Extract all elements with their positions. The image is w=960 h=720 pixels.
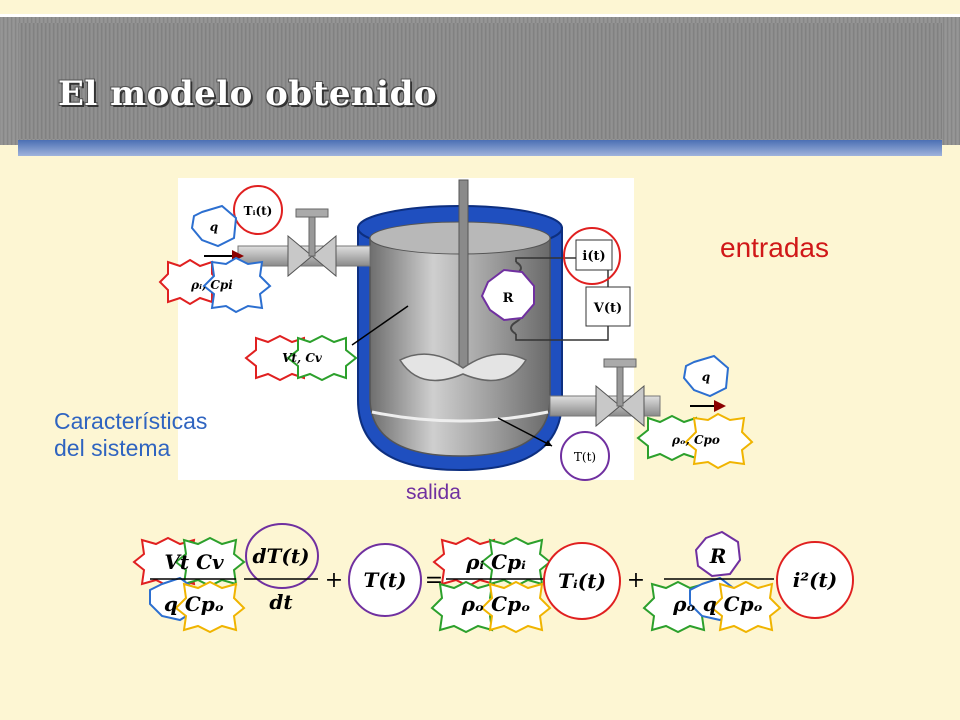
title-stripe — [18, 140, 942, 156]
svg-text:ρᵢ Cpᵢ: ρᵢ Cpᵢ — [465, 550, 526, 574]
svg-text:ρₒ q Cpₒ: ρₒ q Cpₒ — [672, 592, 763, 616]
svg-text:i²(t): i²(t) — [793, 568, 838, 592]
eq-rhoi-badge — [432, 536, 504, 588]
page-title: El modelo obtenido — [58, 74, 438, 114]
eq-vt-badge — [132, 536, 204, 588]
svg-text:=: = — [425, 568, 443, 593]
svg-text:q: q — [702, 370, 710, 384]
eq-cv-badge — [174, 536, 246, 588]
caracteristicas-line2: del sistema — [54, 435, 171, 461]
entradas-label: entradas — [720, 232, 829, 263]
svg-text:R: R — [709, 544, 727, 568]
outlet-flow-badge — [682, 354, 730, 398]
eq-cpi-badge — [480, 536, 552, 588]
caracteristicas-label: Características del sistema — [54, 408, 207, 462]
eq-rhoo2-badge — [642, 580, 714, 634]
caracteristicas-line1: Características — [54, 408, 208, 434]
svg-text:Vt Cv: Vt Cv — [164, 550, 224, 574]
diagram-background — [178, 178, 634, 480]
eq-rhoo1-badge — [430, 580, 502, 634]
eq-state-circle — [348, 543, 422, 617]
outlet-density-badge — [636, 414, 708, 462]
salida-label: salida — [406, 481, 461, 504]
eq-current-circle — [776, 541, 854, 619]
outlet-cp-badge — [684, 412, 754, 470]
eq-cpo2-badge — [480, 580, 552, 634]
svg-text:+: + — [325, 568, 343, 593]
svg-text:ρₒ, Cpo: ρₒ, Cpo — [671, 433, 720, 447]
eq-input-circle — [543, 542, 621, 620]
outlet-arrow-icon — [714, 400, 726, 412]
eq-deriv-circle — [245, 523, 319, 589]
title-bar — [0, 14, 960, 145]
svg-text:ρₒ Cpₒ: ρₒ Cpₒ — [461, 592, 531, 616]
eq-cpo3-badge — [710, 580, 782, 634]
svg-text:T(t): T(t) — [363, 568, 406, 592]
eq-q2-badge — [689, 576, 737, 622]
svg-text:Tᵢ(t): Tᵢ(t) — [558, 569, 606, 593]
svg-text:q Cpₒ: q Cpₒ — [164, 592, 224, 616]
eq-q1-badge — [149, 576, 197, 622]
svg-text:dt: dt — [269, 590, 293, 614]
eq-r-badge — [694, 530, 742, 578]
eq-cpo1-badge — [174, 580, 246, 634]
svg-text:+: + — [627, 568, 645, 593]
svg-text:dT(t): dT(t) — [252, 544, 309, 568]
